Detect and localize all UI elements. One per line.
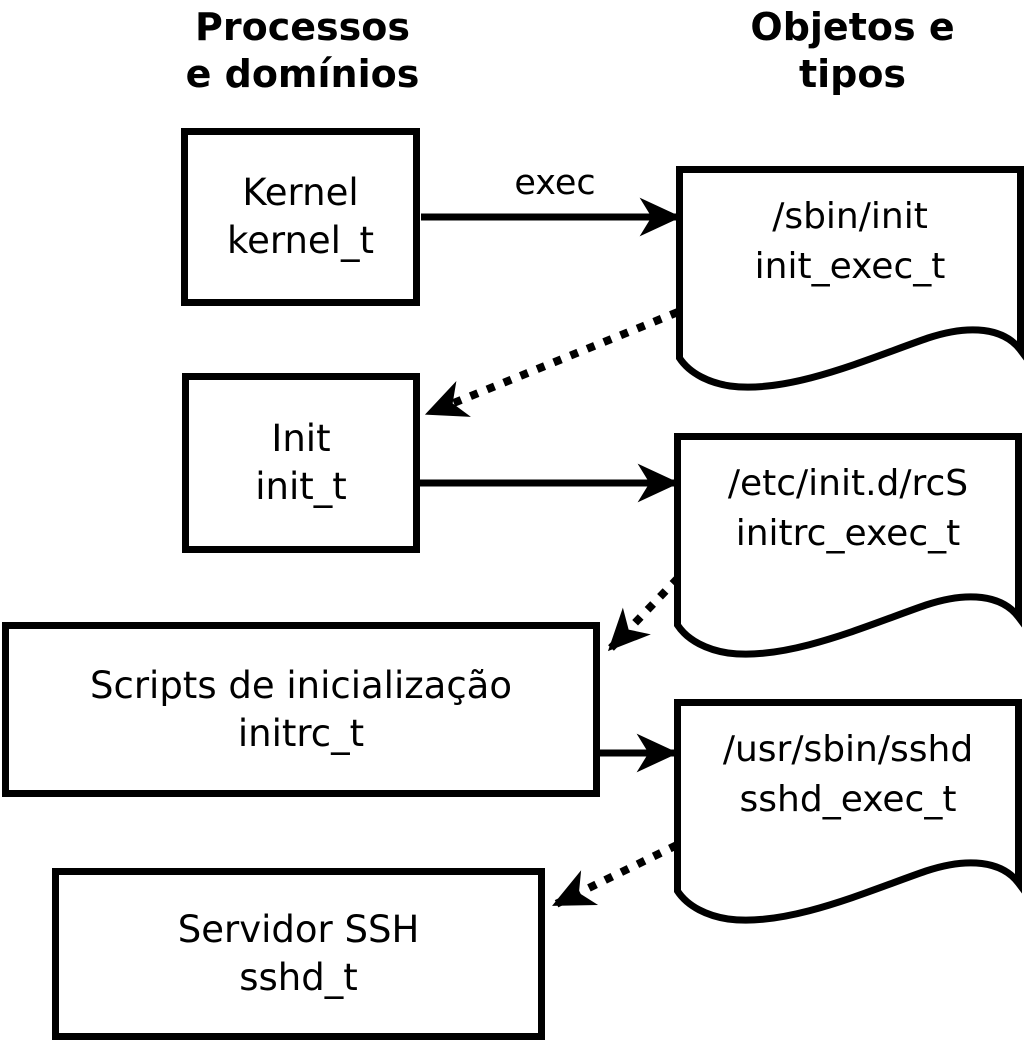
transition-arrow-rcs-to-scripts xyxy=(607,575,681,652)
document-shape-icon xyxy=(676,166,1024,391)
object-path: /etc/init.d/rcS xyxy=(727,463,969,504)
process-domain: sshd_t xyxy=(239,956,358,999)
column-header-processes: Processos e domínios xyxy=(130,4,475,98)
process-name: Scripts de inicialização xyxy=(90,663,512,707)
process-name: Init xyxy=(271,417,331,460)
process-box-init-scripts: Scripts de inicialização initrc_t xyxy=(2,622,600,797)
object-type: sshd_exec_t xyxy=(739,779,957,820)
process-domain: init_t xyxy=(255,465,347,508)
object-path: /sbin/init xyxy=(772,196,928,237)
object-path: /usr/sbin/sshd xyxy=(722,729,974,770)
process-name: Servidor SSH xyxy=(177,908,420,951)
process-box-ssh-server: Servidor SSH sshd_t xyxy=(52,868,545,1040)
exec-arrow-label: exec xyxy=(514,163,596,203)
column-header-objects: Objetos e tipos xyxy=(680,4,1024,98)
process-box-init: Init init_t xyxy=(182,373,420,553)
process-box-kernel: Kernel kernel_t xyxy=(181,128,420,306)
object-doc-usr-sbin-sshd: /usr/sbin/sshd sshd_exec_t xyxy=(674,699,1022,931)
object-doc-sbin-init: /sbin/init init_exec_t xyxy=(676,166,1024,398)
header-line: e domínios xyxy=(185,52,420,96)
header-line: tipos xyxy=(798,52,907,96)
process-domain: initrc_t xyxy=(237,711,365,755)
document-shape-icon xyxy=(674,433,1022,658)
object-doc-etc-initd-rcs: /etc/init.d/rcS initrc_exec_t xyxy=(674,433,1022,665)
transition-arrow-sshd-to-ssh-server xyxy=(552,841,679,908)
header-line: Processos xyxy=(195,5,410,49)
document-shape-icon xyxy=(674,699,1022,924)
process-name: Kernel xyxy=(242,171,359,214)
process-domain: kernel_t xyxy=(227,219,374,262)
object-type: init_exec_t xyxy=(754,246,946,287)
object-type: initrc_exec_t xyxy=(735,513,961,554)
header-line: Objetos e xyxy=(750,5,955,49)
transition-arrow-sbin-init-to-init xyxy=(424,308,680,417)
